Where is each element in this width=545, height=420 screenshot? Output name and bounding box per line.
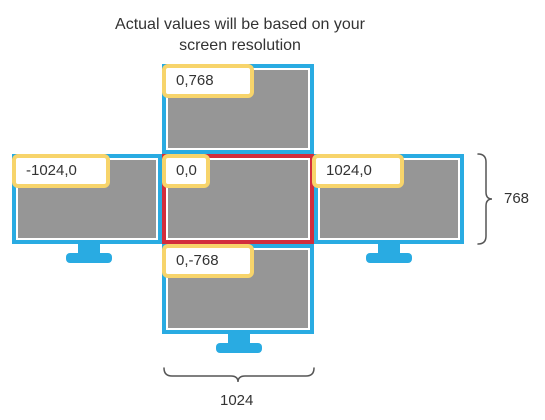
coord-label-right: 1024,0 xyxy=(312,154,404,188)
coord-label-center: 0,0 xyxy=(162,154,210,188)
monitor-right-stand-base xyxy=(366,253,412,263)
height-dimension-label: 768 xyxy=(504,190,530,207)
monitor-bottom-stand-base xyxy=(216,343,262,353)
coord-label-bottom: 0,-768 xyxy=(162,244,254,278)
monitor-right-stand-neck xyxy=(378,244,400,254)
height-brace xyxy=(477,153,493,245)
coord-label-top: 0,768 xyxy=(162,64,254,98)
width-dimension-label: 1024 xyxy=(220,392,254,409)
caption-line-2: screen resolution xyxy=(179,37,301,54)
width-brace xyxy=(163,367,315,383)
caption: Actual values will be based on your scre… xyxy=(80,14,400,56)
monitor-bottom-stand-neck xyxy=(228,334,250,344)
coord-label-left: -1024,0 xyxy=(12,154,110,188)
caption-line-1: Actual values will be based on your xyxy=(115,16,365,33)
monitor-left-stand-neck xyxy=(78,244,100,254)
monitor-left-stand-base xyxy=(66,253,112,263)
